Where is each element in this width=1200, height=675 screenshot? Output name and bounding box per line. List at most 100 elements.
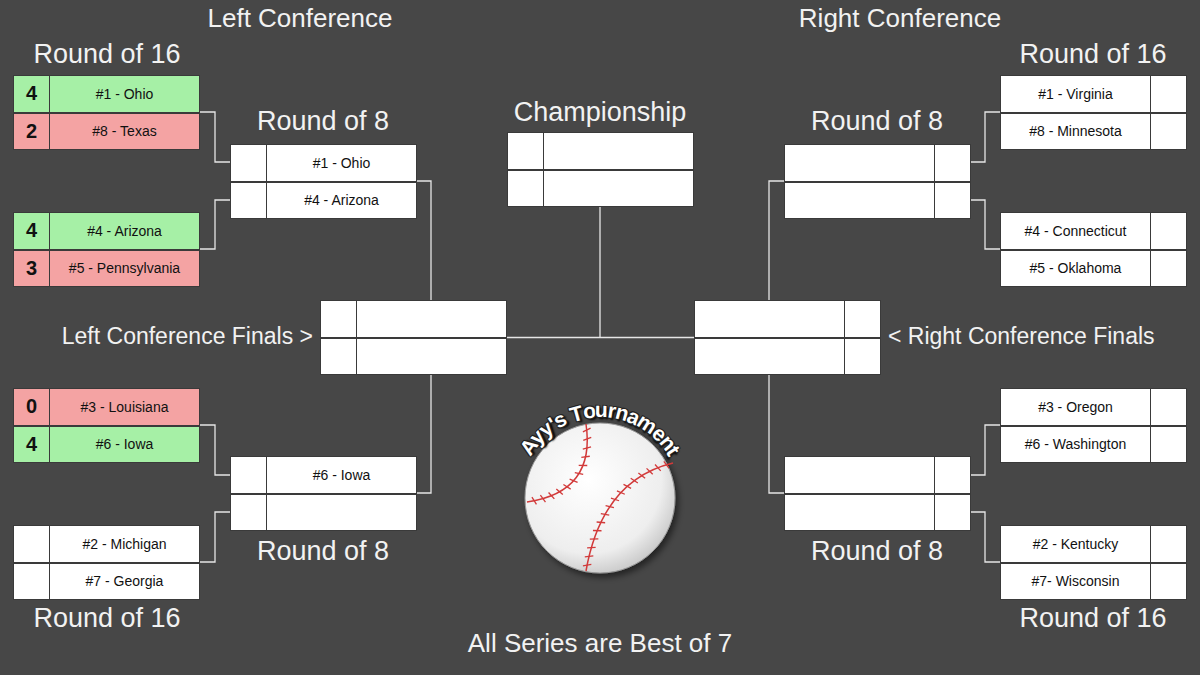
score-cell [1150, 212, 1187, 250]
team-name: #7 - Georgia [86, 573, 164, 589]
arc-letter: u [595, 398, 608, 421]
score-cell [1150, 250, 1187, 288]
score-cell [320, 338, 357, 376]
empty-slot [784, 144, 971, 182]
team-slot: #5 - Oklahoma [1000, 250, 1187, 288]
name-cell [356, 338, 507, 376]
team-name: #6 - Washington [1025, 436, 1126, 452]
team-name: #2 - Michigan [82, 536, 166, 552]
stitch [624, 484, 632, 488]
empty-slot [507, 170, 694, 208]
name-cell: #5 - Pennsylvania [49, 250, 200, 288]
championship-label: Championship [514, 98, 687, 128]
arc-letter: y [534, 416, 557, 441]
team-slot: #3 - Oregon [1000, 388, 1187, 426]
empty-slot [784, 456, 971, 494]
name-cell: #5 - Oklahoma [1000, 250, 1151, 288]
score-cell [507, 132, 544, 170]
stitch [664, 461, 669, 468]
stitch [549, 493, 555, 499]
stitch [597, 521, 606, 523]
name-cell: #6 - Iowa [266, 456, 417, 494]
score-cell: 0 [13, 388, 50, 426]
team-slot: #7 - Georgia [13, 563, 200, 601]
round-label: Round of 8 [257, 537, 389, 567]
team-slot: #1 - Virginia [1000, 75, 1187, 113]
score-cell [230, 456, 267, 494]
stitch [601, 514, 609, 515]
team-name: #5 - Pennsylvania [69, 260, 180, 276]
arc-letter: a [624, 404, 644, 430]
name-cell: #6 - Washington [1000, 426, 1151, 464]
arc-letter: e [648, 421, 672, 446]
team-slot: #4 - Connecticut [1000, 212, 1187, 250]
round-label: Round of 8 [257, 107, 389, 137]
round-label: Round of 16 [33, 604, 180, 634]
score-cell [1150, 75, 1187, 113]
stitch [581, 456, 589, 457]
name-cell: #7- Wisconsin [1000, 563, 1151, 601]
empty-slot [507, 132, 694, 170]
name-cell: #8 - Texas [49, 113, 200, 151]
stitch [563, 485, 570, 490]
name-cell: #7 - Georgia [49, 563, 200, 601]
empty-slot [784, 182, 971, 220]
stitch [570, 479, 578, 482]
ball-seam [586, 463, 673, 571]
team-name: #3 - Oregon [1038, 399, 1113, 415]
team-slot: #6 - Washington [1000, 426, 1187, 464]
stitch [647, 468, 653, 474]
team-name: #2 - Kentucky [1033, 536, 1119, 552]
empty-slot [694, 300, 881, 338]
series-score: 4 [26, 82, 37, 105]
finals-label: Left Conference Finals > [62, 324, 313, 349]
name-cell [356, 300, 507, 338]
score-cell: 2 [13, 113, 50, 151]
finals-label: < Right Conference Finals [888, 324, 1155, 349]
round-label: Round of 8 [811, 537, 943, 567]
empty-slot [320, 300, 507, 338]
footer-note: All Series are Best of 7 [468, 629, 732, 658]
name-cell: #4 - Arizona [49, 212, 200, 250]
series-score: 0 [26, 395, 37, 418]
arc-letter: A [515, 434, 543, 460]
stitch [540, 495, 545, 502]
team-slot: #2 - Kentucky [1000, 525, 1187, 563]
team-name: #8 - Texas [92, 123, 156, 139]
empty-slot [320, 338, 507, 376]
name-cell: #2 - Kentucky [1000, 525, 1151, 563]
stitch [606, 506, 614, 508]
name-cell: #4 - Connecticut [1000, 212, 1151, 250]
team-name: #4 - Connecticut [1025, 223, 1127, 239]
round-label: Round of 16 [1019, 604, 1166, 634]
team-name: #1 - Ohio [313, 155, 371, 171]
round-label: Round of 16 [33, 40, 180, 70]
stitch [579, 465, 588, 466]
team-slot: #7- Wisconsin [1000, 563, 1187, 601]
name-cell: #6 - Iowa [49, 426, 200, 464]
team-name: #6 - Iowa [96, 436, 154, 452]
name-cell: #3 - Oregon [1000, 388, 1151, 426]
stitch [583, 564, 591, 565]
team-slot: #2 - Michigan [13, 525, 200, 563]
stitch [585, 556, 593, 557]
name-cell [543, 170, 694, 208]
stitch [611, 498, 619, 501]
stitch [655, 465, 661, 471]
arc-letter: o [581, 398, 597, 423]
baseball [525, 423, 675, 573]
score-cell [934, 456, 971, 494]
team-name: #6 - Iowa [313, 467, 371, 483]
empty-slot [230, 494, 417, 532]
name-cell [266, 494, 417, 532]
name-cell: #4 - Arizona [266, 182, 417, 220]
arc-letter: m [634, 409, 662, 439]
arc-letter: y [525, 424, 550, 448]
ball-stitches [532, 428, 669, 566]
score-cell: 4 [13, 426, 50, 464]
ball-seam [527, 424, 587, 502]
name-cell [784, 144, 935, 182]
team-slot: 2 #8 - Texas [13, 113, 200, 151]
score-cell: 3 [13, 250, 50, 288]
team-name: #1 - Ohio [96, 86, 154, 102]
